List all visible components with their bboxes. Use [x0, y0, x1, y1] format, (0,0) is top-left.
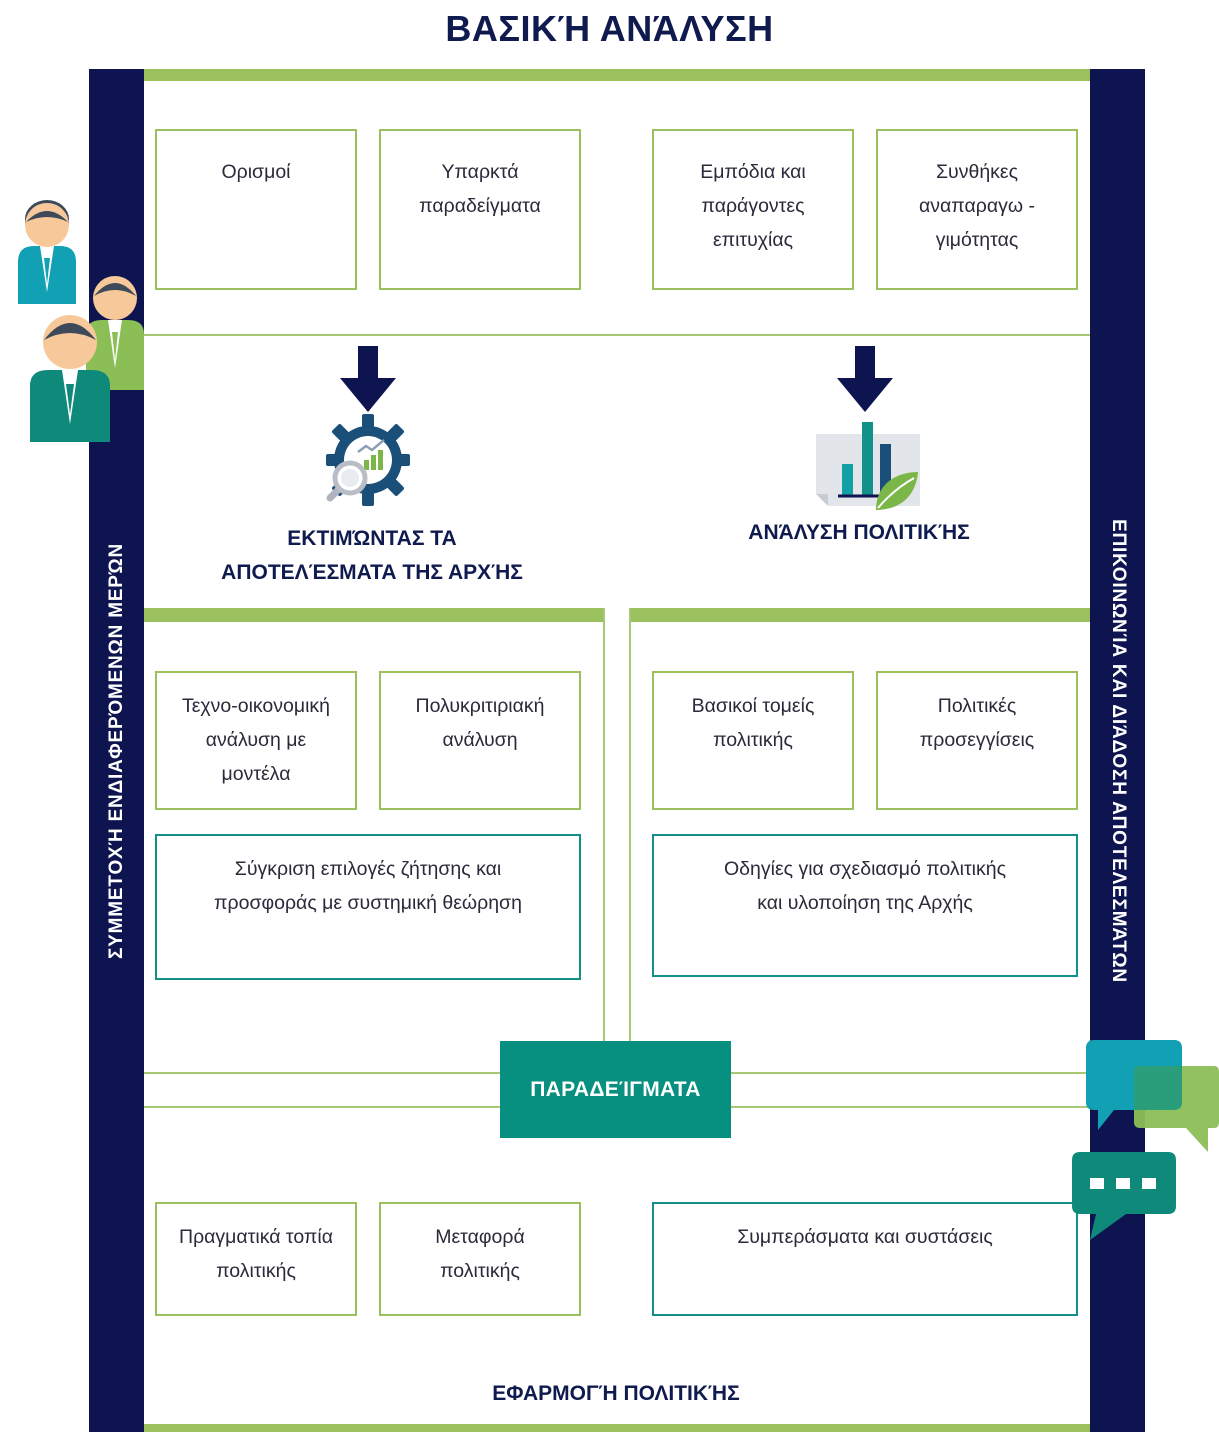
- right-section-left-edge: [629, 608, 631, 1043]
- chat-bubbles-icon: [1072, 1040, 1219, 1240]
- down-arrow-icon: [340, 346, 396, 412]
- replicability-conditions-label: Συνθήκες αναπαραγω - γιμότητας: [918, 161, 1035, 251]
- techno-economic-analysis-box: Τεχνο-οικονομική ανάλυση με μοντέλα: [155, 671, 357, 810]
- multicriteria-analysis-label: Πολυκριτιριακή ανάλυση: [415, 695, 545, 751]
- left-section-top-line: [144, 608, 605, 622]
- examples-label-box: ΠΑΡΑΔΕΊΓΜΑΤΑ: [500, 1041, 731, 1138]
- policy-analysis-heading: ΑΝΆΛΥΣΗ ΠΟΛΙΤΙΚΉΣ: [748, 521, 970, 544]
- conclusions-recommendations-box: Συμπεράσματα και συστάσεις: [652, 1202, 1078, 1316]
- bottom-border-line: [144, 1424, 1090, 1432]
- left-section-right-edge: [603, 608, 605, 1043]
- policy-approaches-label: Πολιτικές προσεγγίσεις: [919, 695, 1035, 751]
- policy-design-guidelines-label: Οδηγίες για σχεδιασμό πολιτικής και υλοπ…: [724, 858, 1006, 914]
- bar-chart-leaf-icon: [816, 422, 920, 510]
- policy-implementation-title: ΕΦΑΡΜΟΓΉ ΠΟΛΙΤΙΚΉΣ: [492, 1382, 740, 1405]
- stakeholder-participation-label: ΣΥΜΜΕΤΟΧΉ ΕΝΔΙΑΦΕΡΌΜΕΝΩΝ ΜΕΡΏΝ: [105, 542, 127, 959]
- key-policy-areas-label: Βασικοί τομείς πολιτικής: [691, 695, 815, 751]
- key-policy-areas-box: Βασικοί τομείς πολιτικής: [652, 671, 854, 810]
- policy-approaches-box: Πολιτικές προσεγγίσεις: [876, 671, 1078, 810]
- examples-label: ΠΑΡΑΔΕΊΓΜΑΤΑ: [530, 1077, 701, 1101]
- right-section-top-line: [629, 608, 1090, 622]
- real-policy-landscapes-label: Πραγματικά τοπία πολιτικής: [178, 1226, 333, 1282]
- definitions-box: Ορισμοί: [155, 129, 357, 290]
- communication-dissemination-label: ΕΠΙΚΟΙΝΩΝΊΑ ΚΑΙ ΔΙΆΔΟΣΗ ΑΠΟΤΕΛΕΣΜΆΤΩΝ: [1107, 518, 1129, 983]
- divider-line: [144, 334, 1090, 336]
- demand-supply-comparison-label: Σύγκριση επιλογές ζήτησης και προσφοράς …: [214, 858, 522, 914]
- real-policy-landscapes-box: Πραγματικά τοπία πολιτικής: [155, 1202, 357, 1316]
- demand-supply-comparison-box: Σύγκριση επιλογές ζήτησης και προσφοράς …: [155, 834, 581, 980]
- policy-transfer-label: Μεταφορά πολιτικής: [435, 1226, 525, 1282]
- existing-examples-box: Υπαρκτά παραδείγματα: [379, 129, 581, 290]
- conclusions-recommendations-label: Συμπεράσματα και συστάσεις: [737, 1226, 993, 1248]
- assessing-effects-heading: ΕΚΤΙΜΏΝΤΑΣ ΤΑ ΑΠΟΤΕΛΈΣΜΑΤΑ ΤΗΣ ΑΡΧΉΣ: [221, 527, 523, 584]
- policy-design-guidelines-box: Οδηγίες για σχεδιασμό πολιτικής και υλοπ…: [652, 834, 1078, 977]
- policy-transfer-box: Μεταφορά πολιτικής: [379, 1202, 581, 1316]
- top-border-line: [144, 69, 1090, 81]
- replicability-conditions-box: Συνθήκες αναπαραγω - γιμότητας: [876, 129, 1078, 290]
- multicriteria-analysis-box: Πολυκριτιριακή ανάλυση: [379, 671, 581, 810]
- down-arrow-icon: [837, 346, 893, 412]
- page-title: ΒΑΣΙΚΉ ΑΝΆΛΥΣΗ: [445, 8, 774, 49]
- barriers-success-factors-label: Εμπόδια και παράγοντες επιτυχίας: [700, 161, 806, 251]
- techno-economic-analysis-label: Τεχνο-οικονομική ανάλυση με μοντέλα: [181, 695, 331, 785]
- existing-examples-label: Υπαρκτά παραδείγματα: [419, 161, 541, 217]
- definitions-label: Ορισμοί: [221, 161, 291, 183]
- gear-magnifier-chart-icon: [326, 414, 410, 506]
- stakeholders-people-icon: [18, 200, 144, 442]
- barriers-success-factors-box: Εμπόδια και παράγοντες επιτυχίας: [652, 129, 854, 290]
